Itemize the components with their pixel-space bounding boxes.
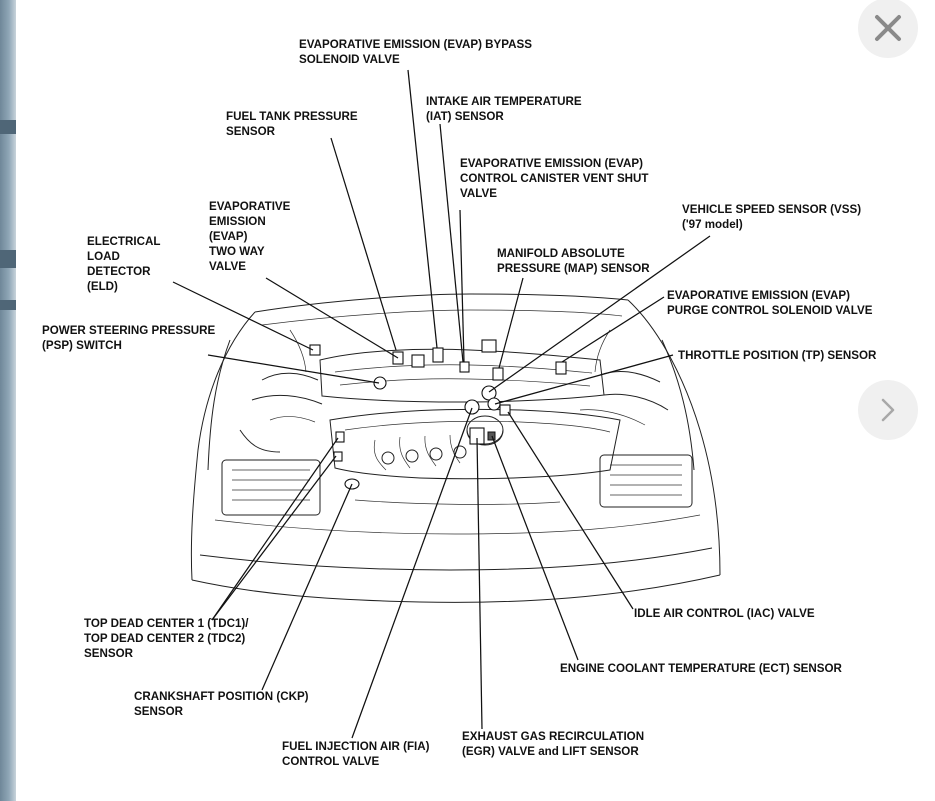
close-button[interactable] — [858, 0, 918, 58]
evap-purge-component — [555, 361, 567, 375]
label-fuel-injection-air-control-valve: FUEL INJECTION AIR (FIA) CONTROL VALVE — [282, 740, 433, 768]
label-throttle-position-sensor: THROTTLE POSITION (TP) SENSOR — [678, 349, 877, 362]
eld-component — [309, 344, 321, 356]
label-fuel-tank-pressure-sensor: FUEL TANK PRESSURE SENSOR — [226, 110, 361, 138]
fia-component — [464, 399, 480, 415]
iac-component — [499, 404, 511, 416]
close-icon — [875, 15, 901, 41]
fuel-tank-pressure-component — [411, 354, 425, 368]
leader-lines — [172, 69, 711, 739]
map-component — [492, 367, 504, 381]
label-vehicle-speed-sensor: VEHICLE SPEED SENSOR (VSS) ('97 model) — [682, 203, 864, 231]
component-markers — [309, 339, 567, 490]
label-electrical-load-detector: ELECTRICAL LOAD DETECTOR (ELD) — [87, 235, 163, 293]
next-image-button[interactable] — [858, 380, 918, 440]
label-evap-two-way-valve: EVAPORATIVE EMISSION (EVAP) TWO WAY VALV… — [209, 200, 294, 273]
left-window-edge — [0, 0, 16, 801]
tdc2-component — [333, 451, 343, 462]
evap-vent-component — [481, 339, 497, 353]
label-evap-canister-vent-shut-valve: EVAPORATIVE EMISSION (EVAP) CONTROL CANI… — [460, 157, 652, 200]
callout-labels: EVAPORATIVE EMISSION (EVAP) BYPASS SOLEN… — [42, 38, 877, 768]
label-intake-air-temperature-sensor: INTAKE AIR TEMPERATURE (IAT) SENSOR — [426, 95, 585, 123]
label-manifold-absolute-pressure-sensor: MANIFOLD ABSOLUTE PRESSURE (MAP) SENSOR — [497, 247, 650, 275]
label-exhaust-gas-recirculation-valve: EXHAUST GAS RECIRCULATION (EGR) VALVE an… — [462, 730, 647, 758]
tdc1-component — [335, 431, 345, 443]
iat-component — [459, 361, 470, 373]
label-evap-purge-control-solenoid-valve: EVAPORATIVE EMISSION (EVAP) PURGE CONTRO… — [667, 289, 873, 317]
chevron-right-icon — [881, 398, 895, 422]
engine-bay-drawing — [190, 293, 721, 603]
label-engine-coolant-temperature-sensor: ENGINE COOLANT TEMPERATURE (ECT) SENSOR — [560, 662, 843, 675]
label-crankshaft-position-sensor: CRANKSHAFT POSITION (CKP) SENSOR — [134, 690, 312, 718]
label-top-dead-center-sensor: TOP DEAD CENTER 1 (TDC1)/ TOP DEAD CENTE… — [84, 617, 252, 660]
ect-component — [487, 431, 496, 441]
tp-component — [487, 397, 501, 411]
psp-component — [373, 376, 387, 390]
evap-bypass-component — [432, 347, 444, 363]
label-power-steering-pressure-switch: POWER STEERING PRESSURE (PSP) SWITCH — [42, 324, 219, 352]
label-evap-bypass-solenoid-valve: EVAPORATIVE EMISSION (EVAP) BYPASS SOLEN… — [299, 38, 535, 66]
label-idle-air-control-valve: IDLE AIR CONTROL (IAC) VALVE — [634, 607, 815, 620]
